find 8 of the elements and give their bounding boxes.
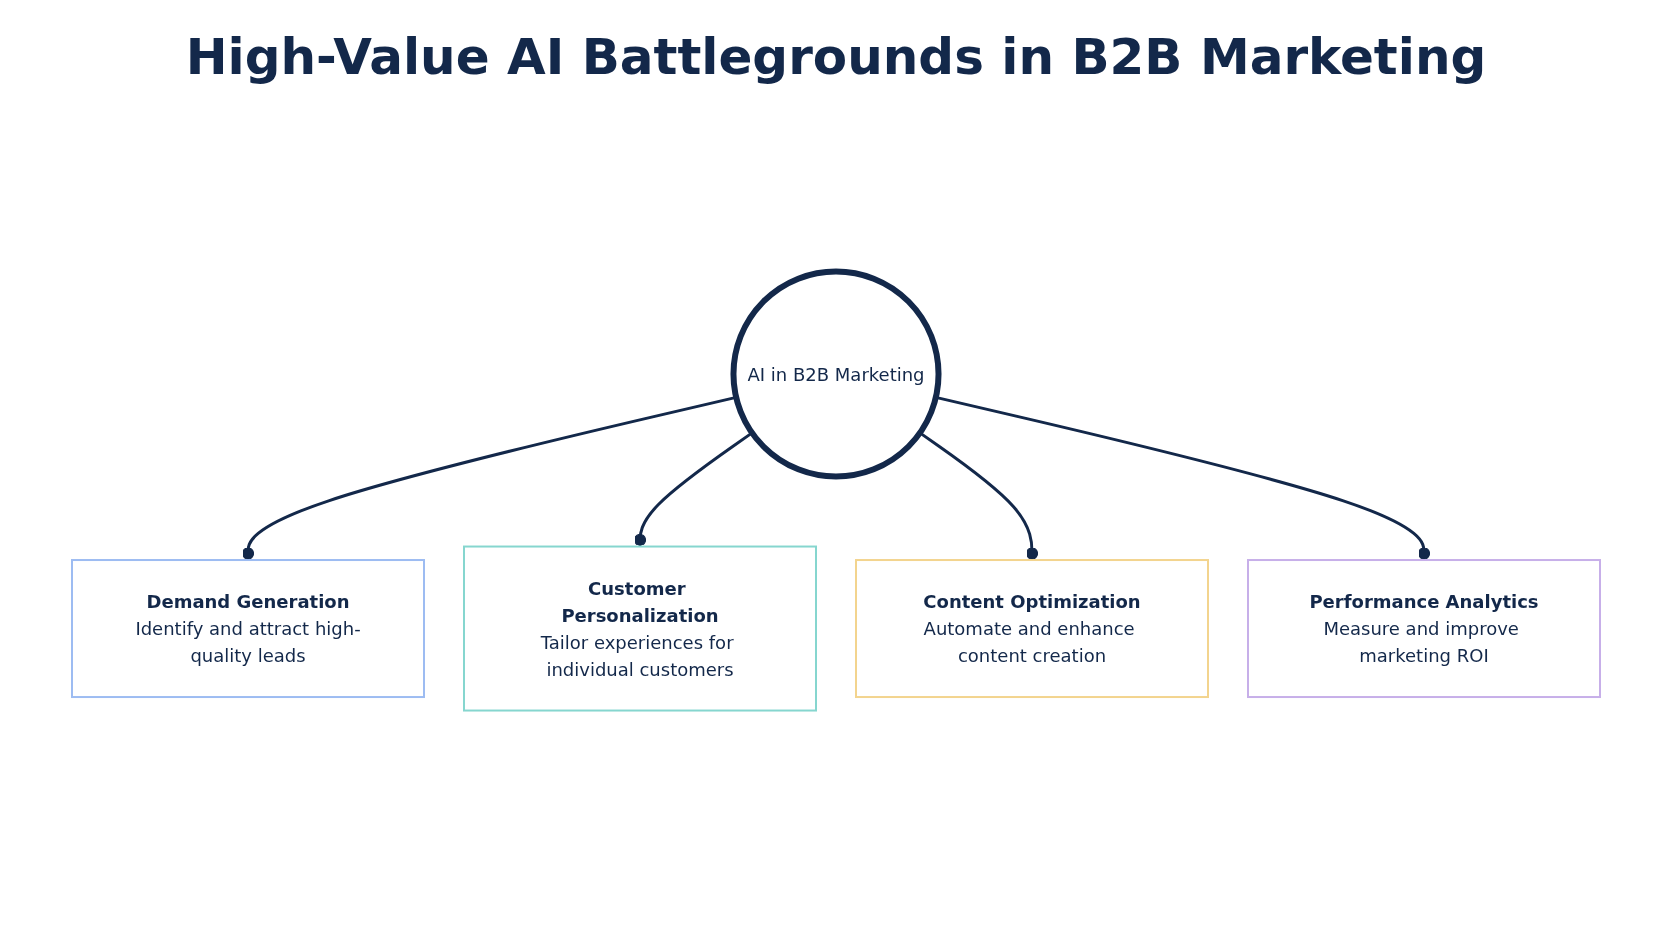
node-box: Content Optimization Automate and enhance content creation <box>855 559 1209 699</box>
title: High-Value AI Battlegrounds in B2B Marketing <box>184 27 1488 88</box>
connector <box>919 431 1039 561</box>
node-circle: AI in B2B Marketing <box>730 268 942 480</box>
connector <box>633 431 753 547</box>
node-box: Demand Generation Identify and attract high-quality leads <box>71 559 425 699</box>
node-box: Performance Analytics Measure and improve marketing ROI <box>1247 559 1601 699</box>
node-box: Customer Personalization Tailor experiences for individual customers <box>463 545 817 712</box>
